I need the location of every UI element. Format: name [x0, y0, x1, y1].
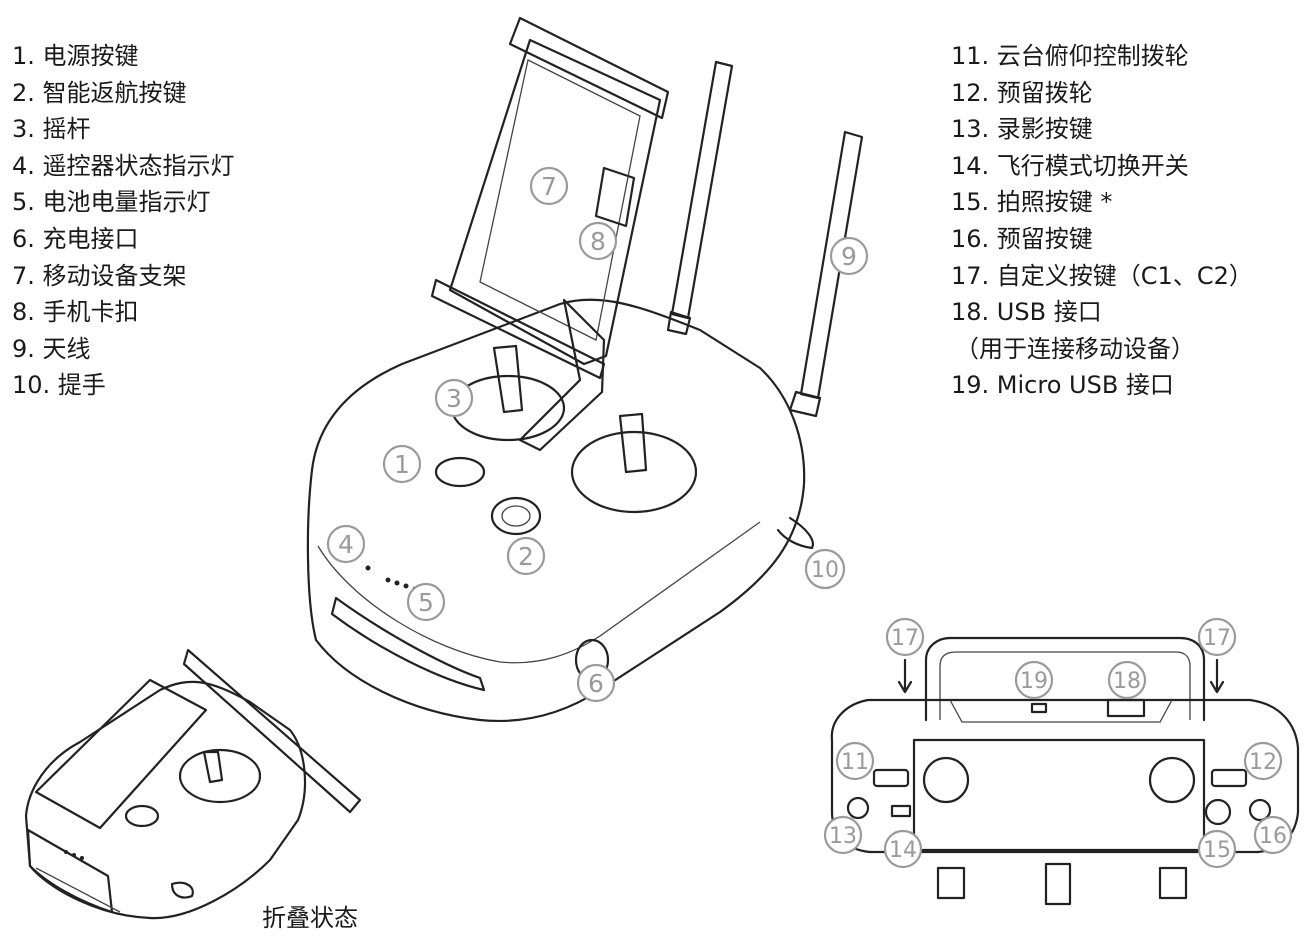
legend-item: 10. 提手	[12, 371, 106, 400]
legend-item: 19. Micro USB 接口	[951, 371, 1174, 400]
svg-text:4: 4	[338, 530, 354, 559]
legend-item: 2. 智能返航按键	[12, 78, 187, 107]
svg-text:18: 18	[1113, 669, 1141, 694]
legend-item: 16. 预留按键	[951, 224, 1093, 253]
foot-center	[1044, 862, 1072, 906]
callout-5: 5	[406, 582, 446, 622]
left-dial	[922, 756, 970, 804]
svg-text:16: 16	[1259, 824, 1287, 849]
legend-left: 1. 电源按键 2. 智能返航按键 3. 摇杆 4. 遥控器状态指示灯 5. 电…	[12, 38, 235, 404]
legend-item: 5. 电池电量指示灯	[12, 188, 211, 217]
svg-text:12: 12	[1249, 750, 1277, 775]
callout-4: 4	[326, 524, 366, 564]
antenna-right	[788, 130, 864, 418]
legend-item: 7. 移动设备支架	[12, 261, 187, 290]
svg-text:10: 10	[811, 558, 839, 583]
legend-item: 1. 电源按键	[12, 42, 139, 70]
arrow-c1	[897, 658, 913, 694]
callout-3: 3	[434, 378, 474, 418]
callout-2: 2	[506, 536, 546, 576]
svg-text:7: 7	[541, 172, 557, 201]
legend-item: 14. 飞行模式切换开关	[951, 151, 1189, 180]
callout-1: 1	[382, 444, 422, 484]
callout-10: 10	[804, 548, 846, 590]
antenna-left	[666, 60, 734, 336]
power-button	[434, 456, 486, 488]
folded-state-caption: 折叠状态	[262, 904, 358, 932]
usb-port	[1106, 698, 1146, 718]
svg-text:15: 15	[1203, 838, 1231, 863]
callout-13: 13	[823, 815, 863, 855]
callout-17-right: 17	[1197, 617, 1237, 657]
svg-text:11: 11	[841, 750, 869, 775]
callout-9: 9	[829, 236, 869, 276]
right-stick	[618, 412, 648, 474]
right-dial	[1148, 756, 1196, 804]
callout-14: 14	[883, 829, 923, 869]
svg-text:13: 13	[829, 824, 857, 849]
left-stick	[492, 344, 524, 414]
svg-text:8: 8	[590, 227, 606, 256]
svg-text:19: 19	[1020, 669, 1048, 694]
svg-text:3: 3	[446, 384, 462, 413]
legend-right: 11. 云台俯仰控制拨轮 12. 预留拨轮 13. 录影按键 14. 飞行模式切…	[951, 38, 1253, 404]
callout-12: 12	[1243, 741, 1283, 781]
speaker-grille	[330, 596, 486, 692]
legend-item: 4. 遥控器状态指示灯	[12, 151, 235, 180]
micro-usb-port	[1030, 702, 1048, 714]
callout-11: 11	[835, 741, 875, 781]
svg-text:17: 17	[1203, 626, 1231, 651]
svg-text:1: 1	[394, 450, 410, 479]
callout-8: 8	[578, 221, 618, 261]
legend-item: 6. 充电接口	[12, 224, 139, 253]
legend-item: 15. 拍照按键 *	[951, 188, 1113, 217]
right-stick-well	[570, 430, 698, 514]
svg-text:5: 5	[418, 588, 434, 617]
record-button	[846, 796, 870, 820]
device-holder	[430, 16, 670, 452]
callout-16: 16	[1253, 815, 1293, 855]
legend-item: （用于连接移动设备）	[955, 334, 1195, 363]
gimbal-dial	[872, 768, 910, 788]
status-leds	[365, 565, 418, 592]
svg-text:6: 6	[588, 669, 604, 698]
reserved-button	[1248, 798, 1272, 822]
svg-text:9: 9	[841, 242, 857, 271]
callout-15: 15	[1197, 829, 1237, 869]
callout-7: 7	[529, 166, 569, 206]
shutter-button	[1204, 798, 1232, 826]
callout-17-left: 17	[885, 617, 925, 657]
controller-body	[306, 298, 806, 723]
reserved-dial	[1210, 768, 1248, 788]
svg-text:2: 2	[518, 542, 534, 571]
callout-6: 6	[576, 663, 616, 703]
foot-left	[936, 866, 966, 900]
folded-controller-drawing	[24, 648, 362, 920]
callout-18: 18	[1107, 660, 1147, 700]
legend-item: 18. USB 接口	[951, 298, 1102, 327]
legend-item: 9. 天线	[12, 334, 91, 363]
svg-text:17: 17	[891, 626, 919, 651]
foot-right	[1158, 866, 1188, 900]
callout-19: 19	[1014, 660, 1054, 700]
svg-text:14: 14	[889, 838, 917, 863]
legend-item: 12. 预留拨轮	[951, 78, 1093, 107]
rth-button	[490, 496, 542, 536]
main-controller-drawing	[306, 16, 864, 723]
legend-item: 3. 摇杆	[12, 115, 91, 144]
legend-item: 8. 手机卡扣	[12, 298, 139, 327]
legend-item: 17. 自定义按键（C1、C2）	[951, 261, 1253, 290]
legend-item: 13. 录影按键	[951, 115, 1093, 144]
legend-item: 11. 云台俯仰控制拨轮	[951, 42, 1189, 70]
arrow-c2	[1209, 658, 1225, 694]
handle	[776, 516, 814, 550]
flight-mode-switch	[890, 804, 912, 818]
